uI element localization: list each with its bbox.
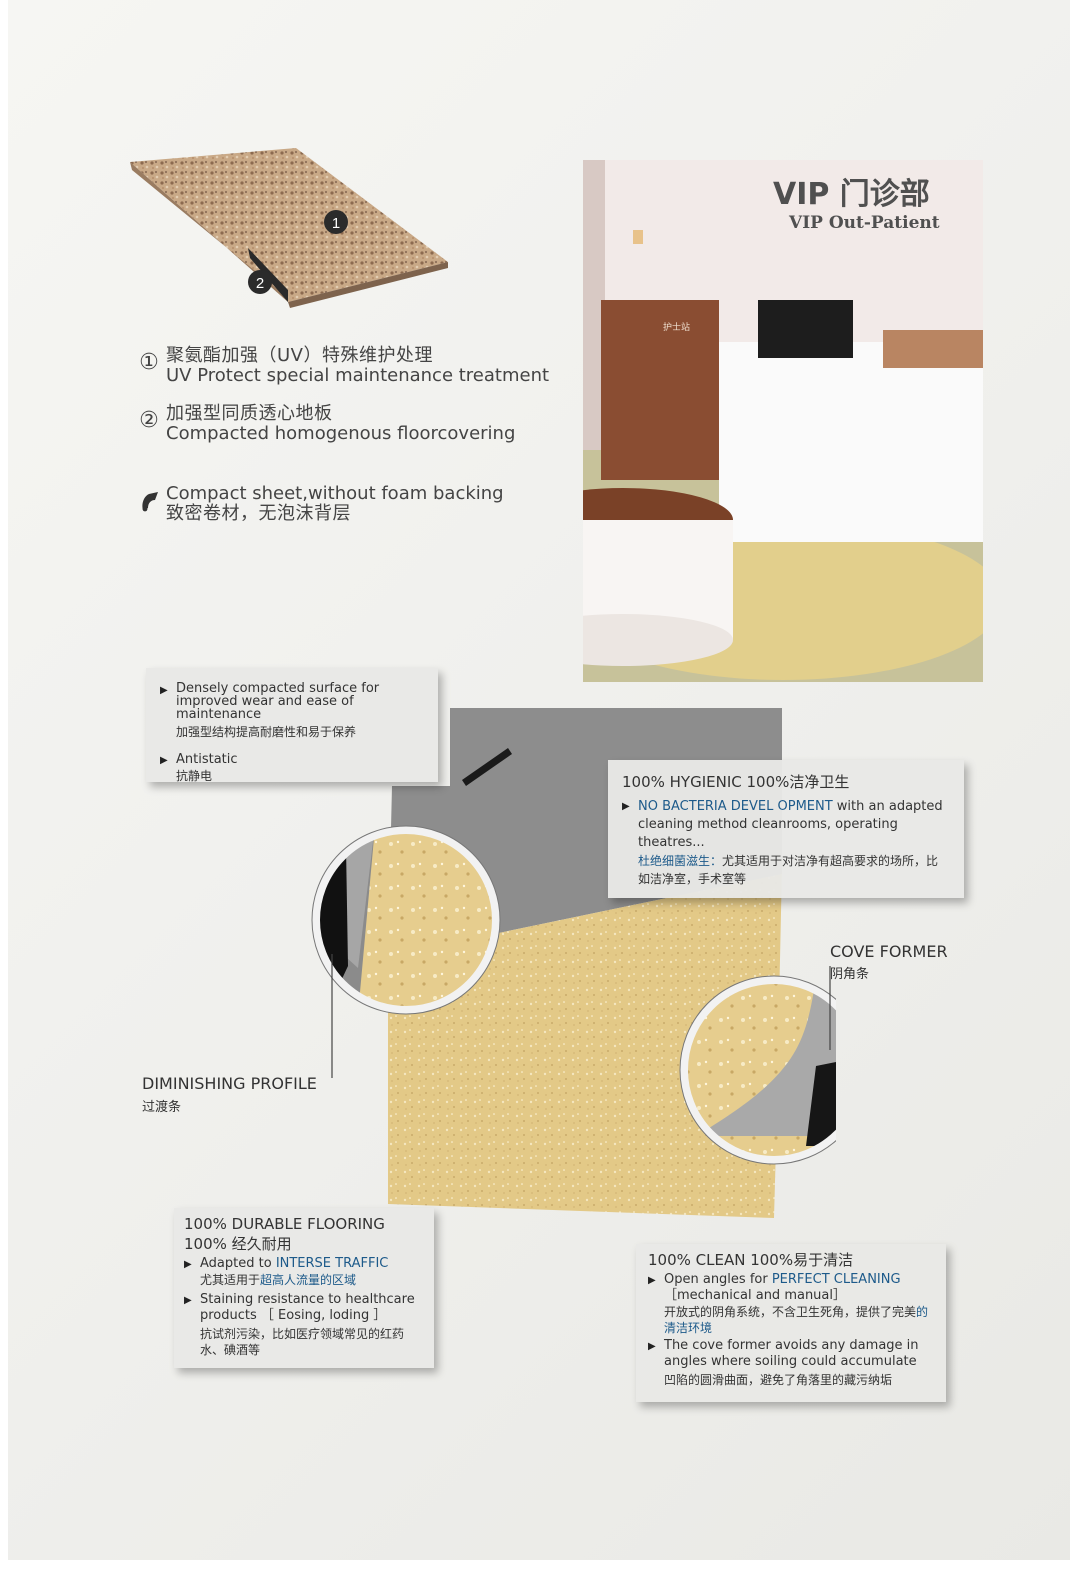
bullet-triangle-icon: ▶: [648, 1275, 656, 1286]
diminishing-profile-label-cn: 过渡条: [142, 1100, 182, 1115]
feature-cn: 加强型同质透心地板: [166, 403, 333, 424]
item-cn: 抗试剂污染，比如医疗领域常见的红药水、碘酒等: [200, 1327, 405, 1357]
bullet-triangle-icon: ▶: [184, 1295, 192, 1306]
cove-former-label-cn: 阴角条: [830, 967, 870, 982]
item-en-b: ［mechanical and manual］: [664, 1288, 847, 1303]
item-en: Staining resistance to healthcare produc…: [200, 1292, 415, 1323]
highlight-text: NO BACTERIA DEVEL OPMENT: [638, 799, 833, 814]
card-item: ▶ NO BACTERIA DEVEL OPMENT with an adapt…: [622, 798, 950, 888]
highlight-cn: 的清洁环境: [664, 1305, 929, 1335]
item-cn: 尤其适用于对洁净有超高要求的场所，比如洁净室，手术室等: [638, 854, 939, 886]
diminishing-profile-label: DIMINISHING PROFILE: [142, 1074, 317, 1093]
item-en: Adapted to: [200, 1256, 276, 1271]
desk-sign: 护士站: [663, 321, 690, 333]
card-hygienic: 100% HYGIENIC 100%洁净卫生 ▶ NO BACTERIA DEV…: [608, 760, 964, 898]
sign-en: VIP Out-Patient: [788, 213, 940, 233]
vip-outpatient-photo: VIP 门诊部 VIP Out-Patient 护士站: [583, 160, 983, 682]
brochure-page: 1 2 ① 聚氨酯加强（UV）特殊维护处理 UV Protect special…: [8, 0, 1070, 1560]
bullet-triangle-icon: ▶: [184, 1259, 192, 1270]
roll-icon: [140, 490, 160, 516]
svg-text:1: 1: [332, 215, 340, 232]
sign-cn: VIP 门诊部: [773, 177, 930, 212]
highlight-cn: 超高人流量的区域: [260, 1273, 357, 1287]
floor-sample-image: 1 2: [120, 140, 460, 310]
feature-compact-sheet: Compact sheet,without foam backing 致密卷材，…: [138, 484, 504, 524]
feature-en: UV Protect special maintenance treatment: [166, 365, 550, 386]
card-item: ▶ Open angles for PERFECT CLEANING ［mech…: [648, 1272, 934, 1336]
item-cn: 凹陷的圆滑曲面，避免了角落里的藏污纳垢: [664, 1373, 893, 1387]
highlight-text: PERFECT CLEANING: [771, 1272, 901, 1287]
item-en: Densely compacted surface for improved w…: [176, 681, 380, 722]
feature-en: Compact sheet,without foam backing: [166, 483, 504, 504]
bullet-triangle-icon: ▶: [622, 801, 630, 812]
highlight-cn: 杜绝细菌滋生：: [638, 854, 723, 868]
card-title-cn: 100% 经久耐用: [184, 1235, 292, 1253]
card-item: ▶ Densely compacted surface for improved…: [160, 682, 424, 740]
card-item: ▶ Adapted to INTERSE TRAFFIC 尤其适用于超高人流量的…: [184, 1256, 424, 1288]
feature-cn: 聚氨酯加强（UV）特殊维护处理: [166, 345, 433, 366]
card-title: 100% CLEAN 100%易于清洁: [648, 1251, 854, 1269]
feature-cn: 致密卷材，无泡沫背层: [166, 503, 351, 524]
marker-2: 2: [248, 270, 272, 294]
feature-uv-protect: ① 聚氨酯加强（UV）特殊维护处理 UV Protect special mai…: [138, 346, 549, 386]
highlight-text: INTERSE TRAFFIC: [275, 1256, 389, 1271]
item-en: Open angles for: [664, 1272, 772, 1287]
item-cn: 加强型结构提高耐磨性和易于保养: [176, 725, 357, 739]
bullet-triangle-icon: ▶: [160, 685, 168, 696]
card-item: ▶ Antistatic 抗静电: [160, 752, 424, 784]
card-durable: 100% DURABLE FLOORING 100% 经久耐用 ▶ Adapte…: [174, 1208, 434, 1368]
bullet-triangle-icon: ▶: [160, 755, 168, 766]
bullet-triangle-icon: ▶: [648, 1341, 656, 1352]
svg-text:2: 2: [256, 275, 264, 292]
item-cn: 开放式的阴角系统，不含卫生死角，提供了完美: [664, 1305, 917, 1319]
item-en: with an adapted cleaning method cleanroo…: [638, 799, 943, 850]
item-en: The cove former avoids any damage in ang…: [664, 1338, 919, 1369]
card-item: ▶ The cove former avoids any damage in a…: [648, 1338, 934, 1388]
feature-homogenous: ② 加强型同质透心地板 Compacted homogenous floorco…: [138, 404, 515, 444]
item-en: Antistatic: [176, 752, 238, 767]
card-surface: ▶ Densely compacted surface for improved…: [146, 668, 438, 784]
item-cn: 抗静电: [176, 769, 213, 783]
card-title: 100% DURABLE FLOORING: [184, 1215, 385, 1233]
item-cn: 尤其适用于: [200, 1273, 261, 1287]
marker-1: 1: [324, 210, 348, 234]
feature-marker: ②: [139, 408, 159, 433]
card-item: ▶ Staining resistance to healthcare prod…: [184, 1292, 424, 1358]
card-clean: 100% CLEAN 100%易于清洁 ▶ Open angles for PE…: [636, 1244, 946, 1402]
feature-en: Compacted homogenous floorcovering: [166, 423, 516, 444]
cove-former-label: COVE FORMER: [830, 942, 948, 961]
card-title: 100% HYGIENIC 100%洁净卫生: [622, 773, 850, 791]
feature-marker: ①: [139, 350, 159, 375]
